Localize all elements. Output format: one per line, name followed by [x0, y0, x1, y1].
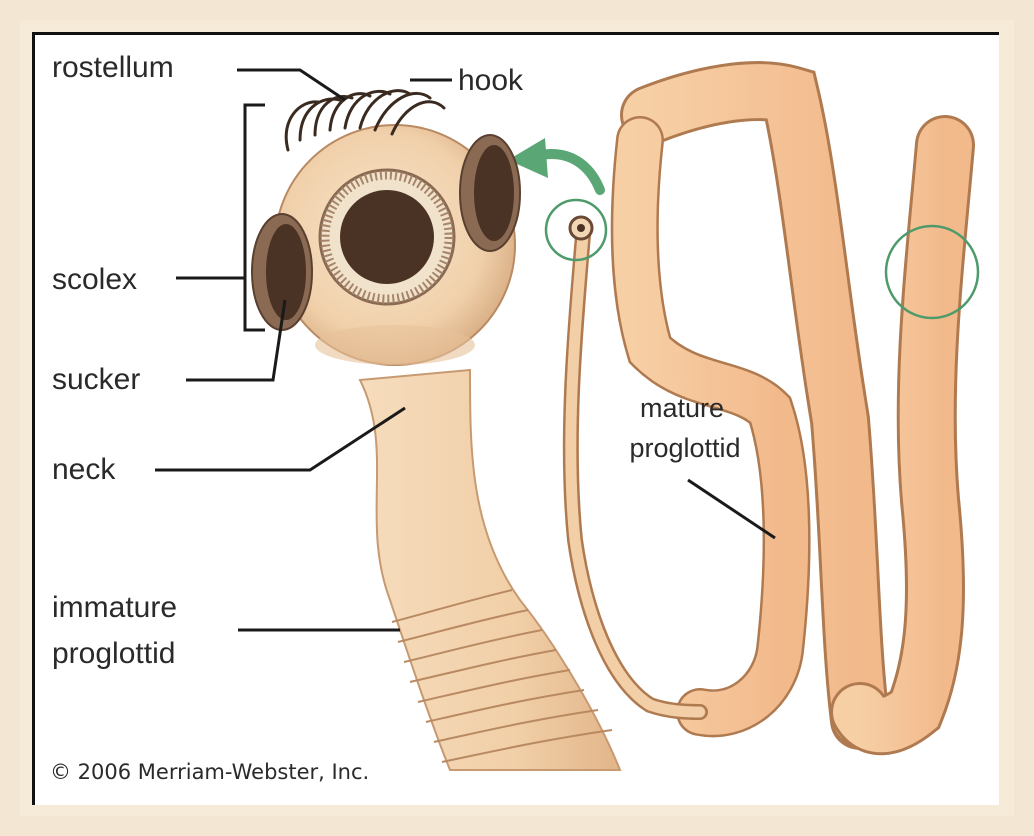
- sucker-right: [459, 134, 521, 252]
- sucker-label: sucker: [52, 363, 141, 396]
- copyright-notice: © 2006 Merriam-Webster, Inc.: [50, 760, 370, 784]
- proglottid-chain-right: [830, 115, 975, 756]
- neck-label: neck: [52, 453, 116, 486]
- small-worm-strand: [562, 215, 708, 720]
- leader-lines: [155, 68, 776, 632]
- sucker-front: [318, 168, 456, 306]
- immature-label-line1: immature: [52, 591, 178, 624]
- mature-segment-highlight-circle: [884, 224, 980, 320]
- mature-label-line1: mature: [639, 393, 725, 423]
- mature-label-line2: proglottid: [629, 433, 741, 463]
- neck-leader: [155, 406, 406, 472]
- proglottid-chain-left: [610, 61, 890, 750]
- scolex-highlight-circle: [544, 198, 608, 262]
- rostellum-hooks: [284, 89, 446, 152]
- hook-label: hook: [458, 64, 524, 97]
- sucker-left: [251, 213, 313, 331]
- worm-body: [358, 368, 622, 771]
- magnify-arrow-icon: [508, 138, 605, 195]
- rostellum-label: rostellum: [52, 51, 174, 84]
- sucker-leader: [186, 299, 287, 382]
- scolex-label: scolex: [52, 263, 138, 296]
- immature-label-line2: proglottid: [52, 637, 176, 670]
- scolex-bracket: [243, 103, 265, 332]
- mature-leader: [687, 478, 776, 540]
- rostellum-leader: [237, 68, 346, 102]
